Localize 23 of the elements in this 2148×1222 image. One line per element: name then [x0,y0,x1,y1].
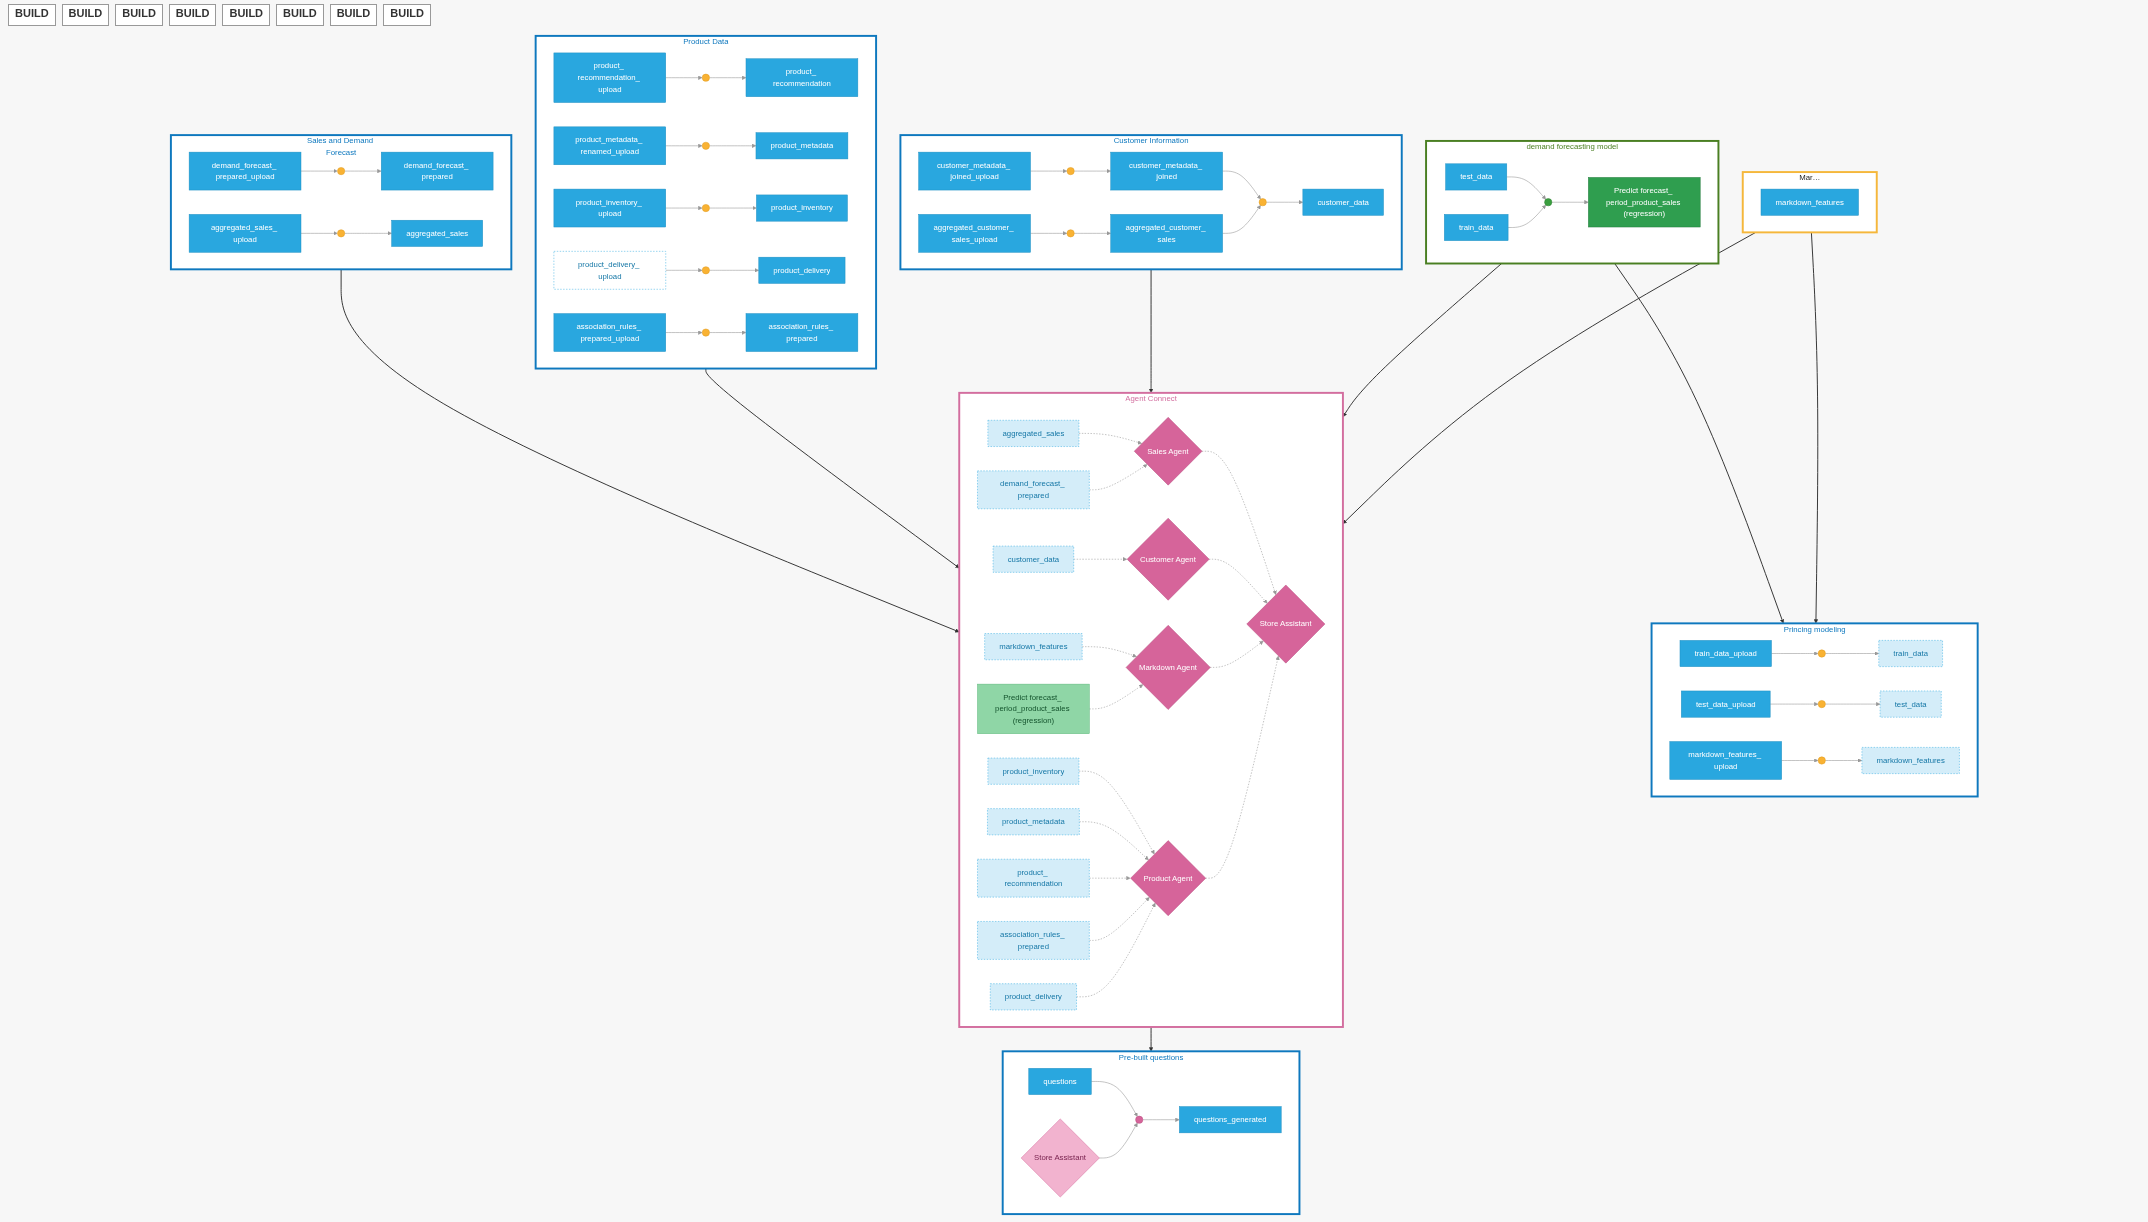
build-button: BUILD [115,4,163,26]
node-circle [701,328,710,337]
build-button: BUILD [329,4,378,26]
build-button: BUILD [8,4,56,26]
node-circle [701,266,710,275]
node-circle [336,167,345,175]
node-circle [1817,649,1826,658]
build-button: BUILD [276,4,324,26]
node-circle [1817,756,1826,765]
node-circle [701,73,710,82]
node-circle [1258,198,1267,207]
node-circle [1066,167,1075,175]
build-button: BUILD [168,4,217,26]
node-circle [701,204,710,212]
node-circle [1817,700,1826,708]
build-button: BUILD [383,4,431,26]
build-button: BUILD [222,4,271,26]
build-button: BUILD [61,4,110,26]
node-circle [1066,229,1075,238]
node-circle [1135,1115,1143,1124]
node-circle [1544,198,1552,207]
node-circle [701,141,710,150]
node-circle [336,229,345,238]
